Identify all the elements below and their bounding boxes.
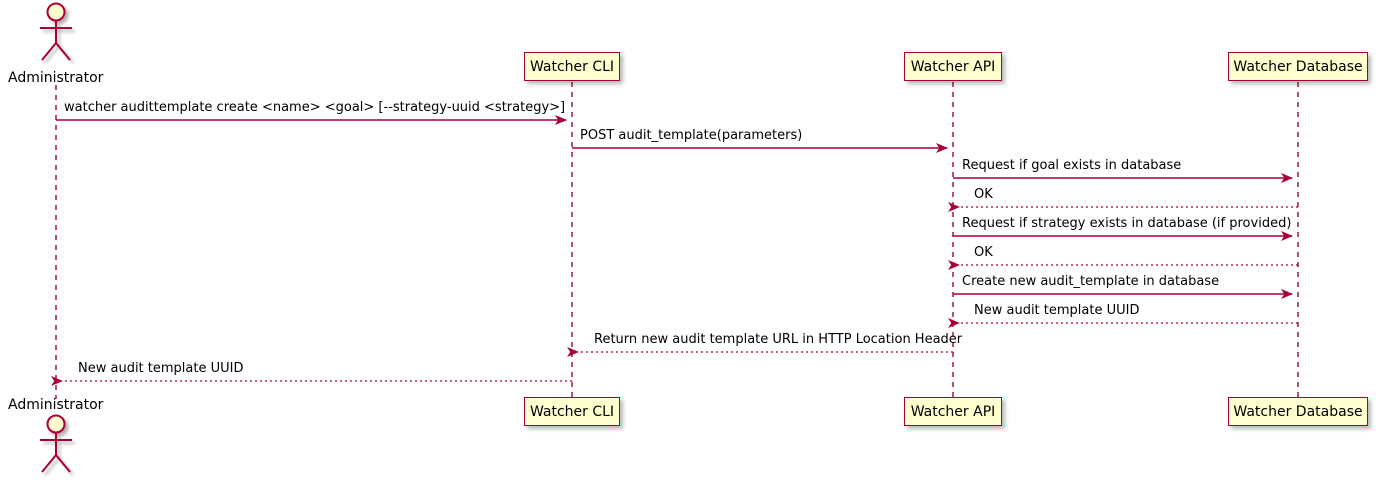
actor-label-administrator-top: Administrator <box>8 70 104 86</box>
message-label-5: Request if strategy exists in database (… <box>962 216 1292 231</box>
participant-label-watcher-database-top: Watcher Database <box>1233 58 1363 75</box>
participant-box-watcher-api-bottom[interactable]: Watcher API <box>904 397 1002 426</box>
actor-administrator-bottom <box>40 414 72 473</box>
message-label-9: Return new audit template URL in HTTP Lo… <box>594 332 963 347</box>
participant-box-watcher-cli-bottom[interactable]: Watcher CLI <box>524 397 620 426</box>
message-label-2: POST audit_template(parameters) <box>580 128 803 143</box>
message-label-6: OK <box>974 245 993 260</box>
participant-label-watcher-cli-bottom: Watcher CLI <box>529 403 615 420</box>
participant-box-watcher-database-top[interactable]: Watcher Database <box>1228 52 1368 81</box>
participant-box-watcher-api-top[interactable]: Watcher API <box>904 52 1002 81</box>
message-label-7: Create new audit_template in database <box>962 274 1220 289</box>
message-label-10: New audit template UUID <box>78 361 244 376</box>
message-label-3: Request if goal exists in database <box>962 158 1182 173</box>
actor-label-administrator-bottom: Administrator <box>8 397 104 413</box>
participant-box-watcher-database-bottom[interactable]: Watcher Database <box>1228 397 1368 426</box>
message-arrows <box>51 115 1298 386</box>
participant-box-watcher-cli-top[interactable]: Watcher CLI <box>524 52 620 81</box>
lifelines <box>55 82 1299 399</box>
participant-label-watcher-api-bottom: Watcher API <box>910 403 996 420</box>
message-label-1: watcher audittemplate create <name> <goa… <box>64 100 566 115</box>
participant-label-watcher-database-bottom: Watcher Database <box>1233 403 1363 420</box>
message-label-4: OK <box>974 187 993 202</box>
actor-administrator-top <box>40 2 72 61</box>
message-label-8: New audit template UUID <box>974 303 1140 318</box>
participant-label-watcher-cli-top: Watcher CLI <box>529 58 615 75</box>
participant-label-watcher-api-top: Watcher API <box>910 58 996 75</box>
